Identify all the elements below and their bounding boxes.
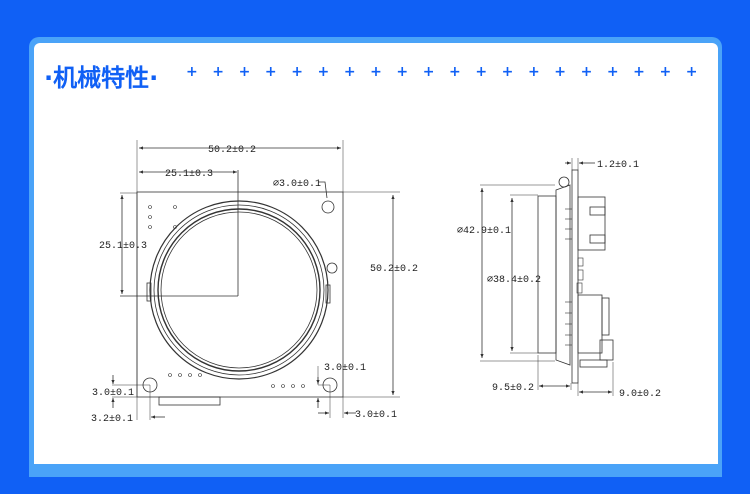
front-view bbox=[111, 140, 400, 420]
dim-outer-dia: ⌀42.9±0.1 bbox=[457, 226, 511, 237]
dim-lens-depth: 9.5±0.2 bbox=[492, 383, 534, 394]
title-decoration: + + + + + + + + + + + + + + + + + + + + bbox=[186, 64, 703, 80]
dim-hole-dia: ⌀3.0±0.1 bbox=[273, 179, 321, 190]
top-connector bbox=[577, 196, 606, 251]
dim-inner-dia: ⌀38.4±0.2 bbox=[487, 275, 541, 286]
lens-window bbox=[157, 208, 321, 372]
board-outline bbox=[136, 191, 344, 398]
dim-width: 50.2±0.2 bbox=[208, 145, 256, 156]
dim-center-y: 25.1±0.3 bbox=[99, 241, 147, 252]
bottom-connector bbox=[158, 396, 221, 406]
dim-hole-offset-x-left: 3.2±0.1 bbox=[91, 414, 133, 425]
dim-center-x: 25.1±0.3 bbox=[165, 169, 213, 180]
lens-flange bbox=[555, 184, 571, 366]
dim-hole-offset-x-right: 3.0±0.1 bbox=[355, 410, 397, 421]
dim-pcb-thickness: 1.2±0.1 bbox=[597, 160, 639, 171]
mount-hole-top-right bbox=[321, 200, 335, 214]
side-view bbox=[480, 158, 614, 396]
lens-ring-outer bbox=[149, 200, 329, 380]
dim-hole-offset-y-right: 3.0±0.1 bbox=[324, 363, 366, 374]
dim-connector-depth: 9.0±0.2 bbox=[619, 389, 661, 400]
content-card bbox=[34, 43, 718, 464]
pcb-edge bbox=[571, 169, 579, 384]
section-title: ·机械特性· bbox=[44, 64, 159, 92]
side-connector bbox=[577, 294, 603, 354]
dim-height: 50.2±0.2 bbox=[370, 264, 418, 275]
dim-hole-offset-y-left: 3.0±0.1 bbox=[92, 388, 134, 399]
